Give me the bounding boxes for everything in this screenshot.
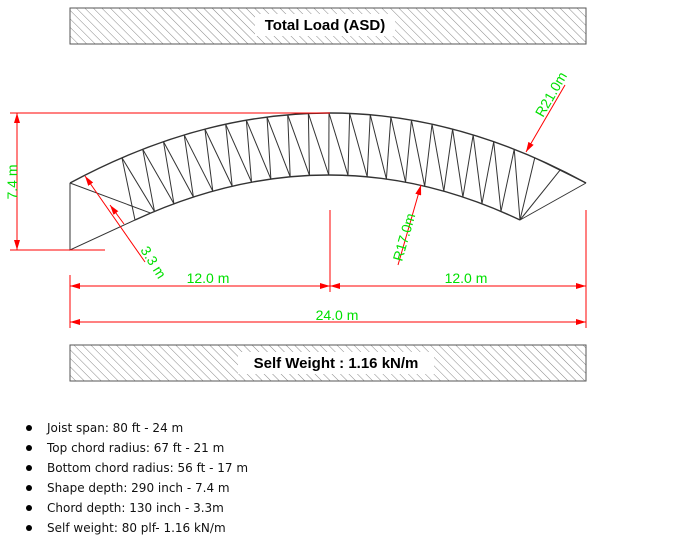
truss-web-member <box>390 116 407 183</box>
truss-web-member <box>519 169 561 221</box>
self-weight-box: Self Weight : 1.16 kN/m <box>69 344 587 382</box>
truss-web-member <box>266 116 291 177</box>
truss-web-member <box>204 129 214 192</box>
truss-web-member <box>349 113 368 177</box>
bullet-icon <box>26 465 32 471</box>
truss-web-member <box>481 141 495 204</box>
total-span-label: 24.0 m <box>316 307 359 323</box>
truss-web-member <box>307 113 330 176</box>
self-weight-label: Self Weight : 1.16 kN/m <box>254 355 419 372</box>
truss-web-member <box>142 149 175 205</box>
spec-text: Shape depth: 290 inch - 7.4 m <box>47 481 230 495</box>
right-end <box>519 182 587 221</box>
truss-web-member <box>245 120 253 183</box>
spec-text: Bottom chord radius: 56 ft - 17 m <box>47 461 249 475</box>
bottom-chord <box>134 174 521 221</box>
truss-web-member <box>472 134 483 204</box>
truss-web-member <box>162 141 175 204</box>
spec-item: Shape depth: 290 inch - 7.4 m <box>26 478 248 498</box>
truss-web-member <box>163 141 194 198</box>
bottom-radius-label: R17.0m <box>390 211 419 263</box>
total-load-label: Total Load (ASD) <box>265 17 386 34</box>
truss-web-member <box>121 157 136 221</box>
spec-text: Top chord radius: 67 ft - 21 m <box>47 441 225 455</box>
truss-web-member <box>328 112 349 176</box>
truss-web-member <box>462 134 474 198</box>
arched-truss <box>69 112 587 251</box>
right-half-span-label: 12.0 m <box>445 270 488 286</box>
truss-web-member <box>142 149 155 212</box>
bullet-icon <box>26 505 32 511</box>
truss-web-member <box>245 119 272 180</box>
truss-web-member <box>307 113 310 176</box>
bullet-icon <box>26 525 32 531</box>
truss-web-member <box>204 128 233 187</box>
truss-web-member <box>225 124 233 187</box>
spec-item: Joist span: 80 ft - 24 m <box>26 418 248 438</box>
truss-web-member <box>424 124 433 187</box>
spec-text: Joist span: 80 ft - 24 m <box>47 421 184 435</box>
spec-item: Top chord radius: 67 ft - 21 m <box>26 438 248 458</box>
spec-item: Self weight: 80 plf- 1.16 kN/m <box>26 518 248 538</box>
truss-web-member <box>121 157 155 212</box>
truss-web-member <box>287 114 291 177</box>
truss-web-member <box>405 120 412 183</box>
truss-web-member <box>443 129 454 192</box>
bullet-icon <box>26 445 32 451</box>
dimension-lines <box>10 84 587 328</box>
truss-diagram: Total Load (ASD) Self Weight : 1.16 kN/m… <box>4 7 587 382</box>
spec-text: Chord depth: 130 inch - 3.3m <box>47 501 224 515</box>
truss-web-member <box>266 117 272 180</box>
spec-item: Bottom chord radius: 56 ft - 17 m <box>26 458 249 478</box>
truss-web-member <box>69 182 151 214</box>
truss-web-member <box>385 116 392 180</box>
spec-item: Chord depth: 130 inch - 3.3m <box>26 498 248 518</box>
left-half-span-label: 12.0 m <box>187 270 230 286</box>
truss-web-member <box>347 113 351 176</box>
truss-web-member <box>183 134 214 192</box>
bullet-icon <box>26 485 32 491</box>
truss-web-member <box>513 149 521 221</box>
total-load-box: Total Load (ASD) <box>69 7 587 45</box>
truss-web-member <box>225 123 253 183</box>
truss-web-member <box>183 134 194 198</box>
shape-depth-label: 7.4 m <box>4 164 20 199</box>
spec-list: Joist span: 80 ft - 24 m Top chord radiu… <box>0 418 248 538</box>
truss-web-member <box>500 149 515 212</box>
left-end <box>69 183 136 251</box>
chord-depth-label: 3.3 m <box>137 243 169 281</box>
truss-web-member <box>431 124 445 192</box>
top-radius-label: R21.0m <box>532 69 570 119</box>
truss-web-member <box>369 114 387 180</box>
spec-text: Self weight: 80 plf- 1.16 kN/m <box>47 521 226 535</box>
truss-web-member <box>493 141 502 212</box>
truss-web-member <box>366 114 371 177</box>
truss-web-member <box>452 129 464 198</box>
truss-web-member <box>519 157 536 221</box>
truss-web-member <box>287 114 310 176</box>
bullet-icon <box>26 425 32 431</box>
truss-web-member <box>410 120 426 187</box>
